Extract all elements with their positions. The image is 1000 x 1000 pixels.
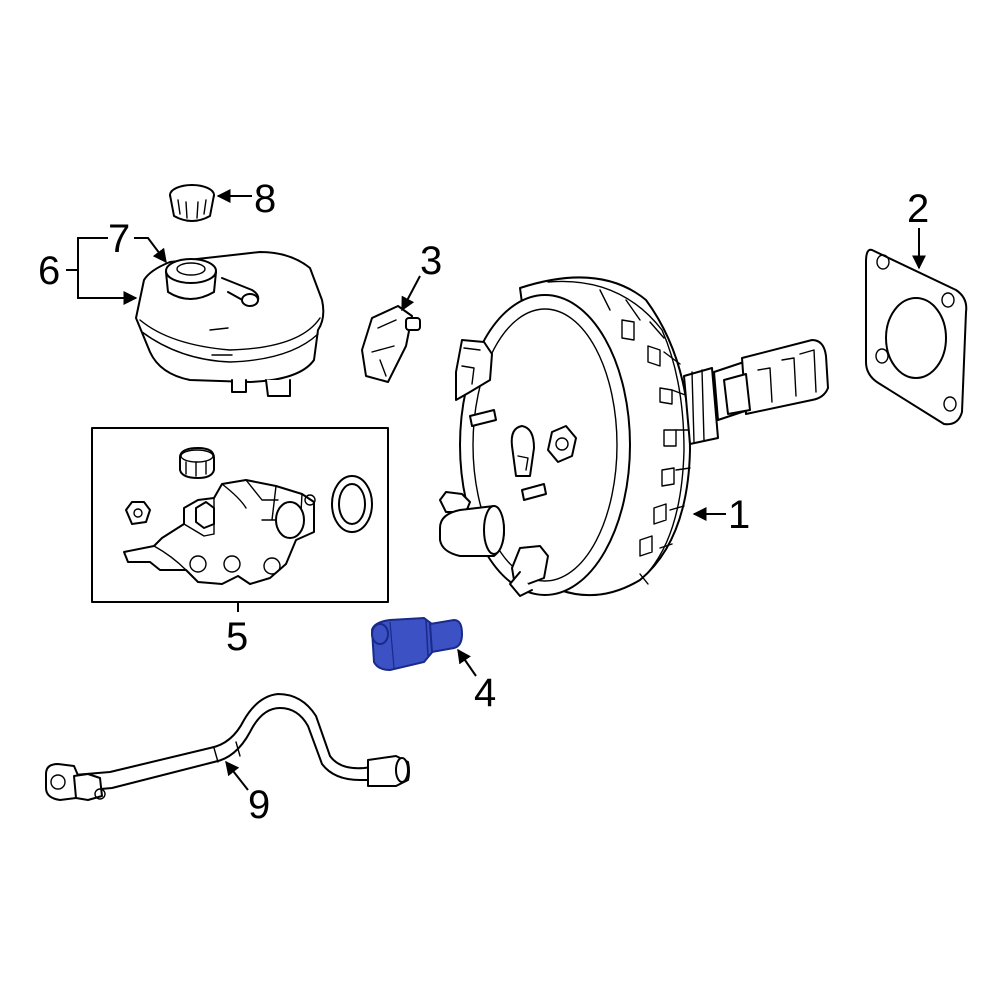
callout-label-5: 5: [226, 615, 248, 659]
part-8-cap-seal[interactable]: [169, 184, 215, 222]
callout-label-8: 8: [254, 177, 276, 221]
callout-5: 5: [226, 602, 248, 659]
part-9-brake-line[interactable]: [45, 693, 410, 801]
part-2-gasket[interactable]: [865, 248, 968, 426]
callout-2: 2: [907, 187, 929, 270]
callout-6: 6: [38, 237, 138, 305]
callout-label-6: 6: [38, 249, 60, 293]
callout-8: 8: [216, 177, 276, 221]
part-5-master-cylinder-box[interactable]: [91, 427, 389, 603]
callout-4: 4: [457, 648, 496, 715]
part-6-reservoir[interactable]: [135, 251, 325, 397]
part-3-sensor[interactable]: [361, 305, 421, 383]
part-4-highlighted-component[interactable]: [370, 616, 464, 672]
callout-label-3: 3: [420, 239, 442, 283]
callout-label-4: 4: [474, 671, 496, 715]
part-1-brake-booster[interactable]: [439, 276, 829, 597]
callout-label-9: 9: [248, 783, 270, 827]
callout-3: 3: [401, 239, 442, 312]
callout-label-1: 1: [728, 493, 750, 537]
callout-label-7: 7: [108, 217, 130, 261]
part-7-reservoir-cap[interactable]: [165, 258, 217, 300]
callout-9: 9: [225, 760, 270, 827]
callout-label-2: 2: [907, 187, 929, 231]
callout-7: 7: [108, 217, 167, 264]
callout-1: 1: [692, 493, 750, 537]
